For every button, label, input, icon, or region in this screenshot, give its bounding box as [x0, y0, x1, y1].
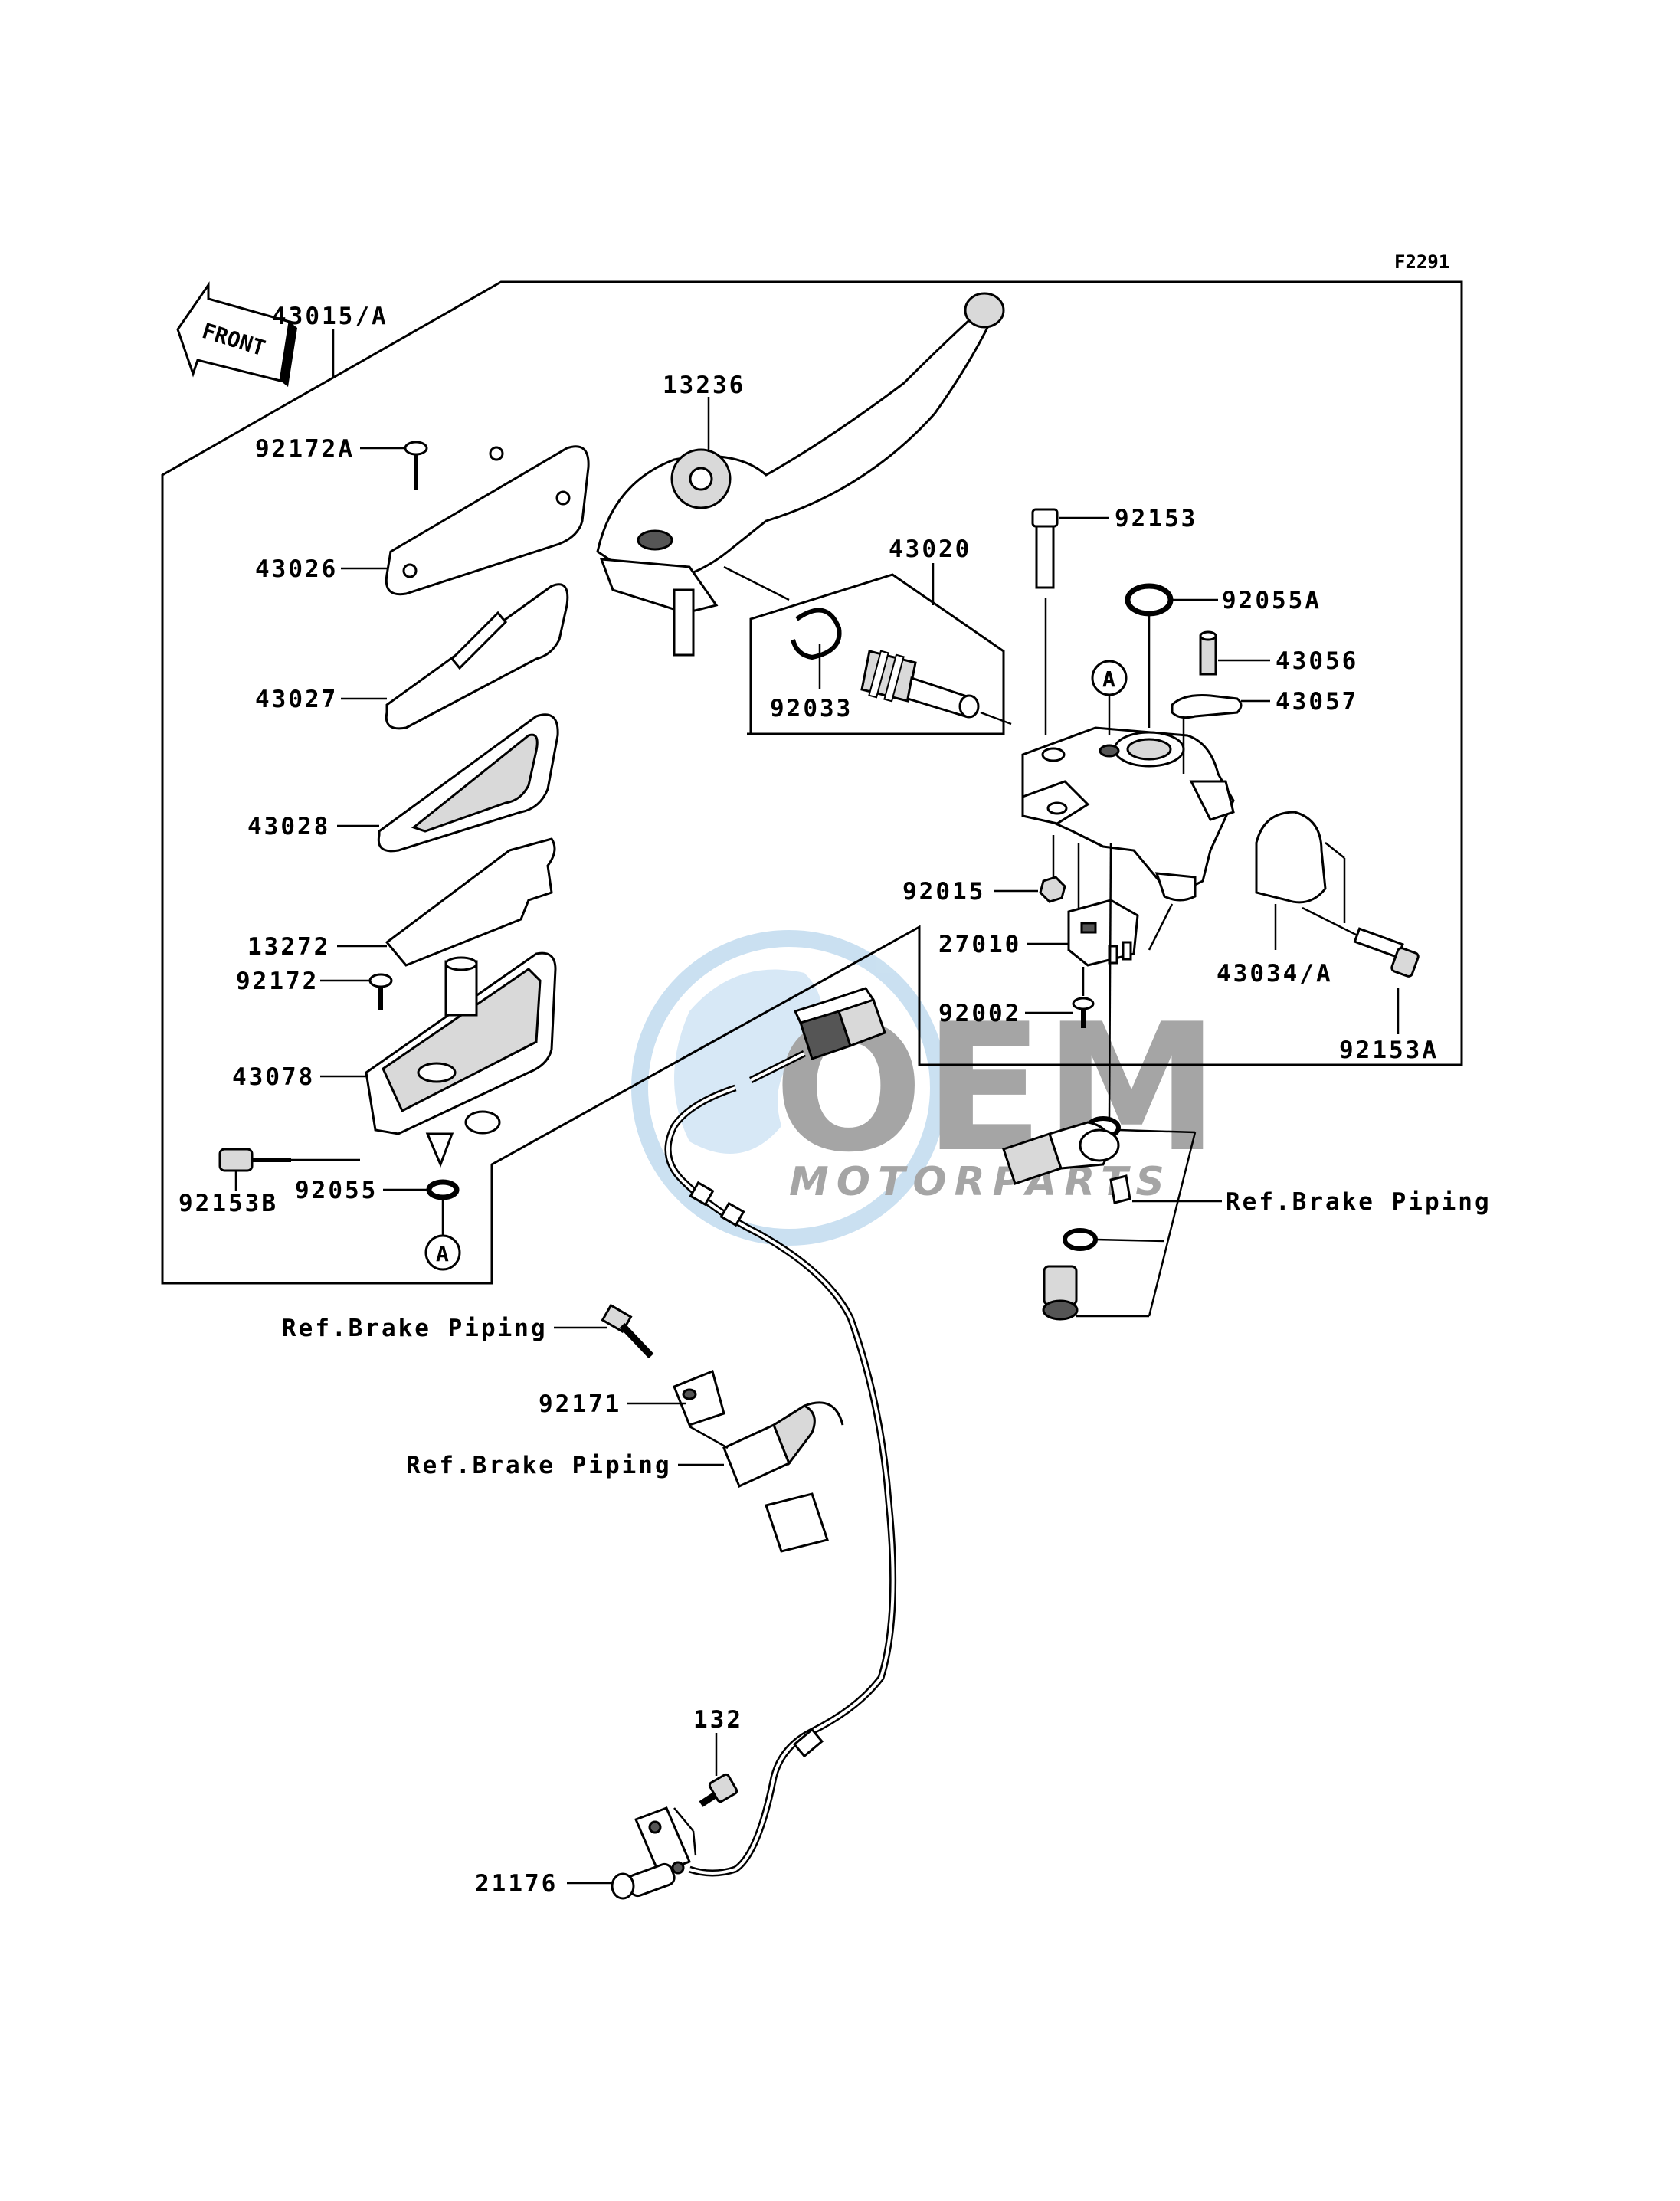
- cable-grommet-3: [792, 1728, 824, 1758]
- label-13236: 13236: [663, 372, 745, 399]
- connector: [793, 987, 886, 1060]
- clamp-43034A: [1255, 811, 1327, 904]
- screw-92153B: [218, 1148, 291, 1172]
- marker-A-right: A: [1091, 660, 1128, 735]
- sensor-21176: [611, 1806, 691, 1900]
- label-92033: 92033: [770, 695, 853, 722]
- label-43020: 43020: [889, 536, 971, 563]
- bracket-43020: [723, 563, 1005, 735]
- screw-92172A: [404, 441, 428, 490]
- label-43057: 43057: [1276, 688, 1358, 716]
- reservoir-body-43078: [365, 951, 557, 1168]
- label-92055A: 92055A: [1222, 587, 1321, 614]
- front-arrow: FRONT: [176, 281, 297, 387]
- bolt-92153: [1031, 508, 1059, 589]
- label-92171: 92171: [539, 1390, 621, 1418]
- reservoir-cap-43026: [385, 445, 590, 596]
- washer-92055: [426, 1179, 460, 1200]
- leaders-ref-piping: [554, 1326, 729, 1466]
- label-92055: 92055: [295, 1177, 378, 1204]
- bleeder-43056: [1199, 630, 1217, 676]
- piston: [860, 650, 980, 719]
- figure-code: F2291: [1394, 251, 1449, 273]
- label-43028: 43028: [247, 813, 330, 840]
- label-43034A: 43034/A: [1217, 960, 1333, 988]
- label-27010: 27010: [938, 931, 1021, 958]
- label-ref-brake-piping-right: Ref.Brake Piping: [1226, 1188, 1492, 1216]
- watermark: OEM MOTORPARTS: [631, 930, 1220, 1246]
- marker-A-left-label: A: [436, 1241, 449, 1266]
- cable-grommet-2: [719, 1201, 745, 1227]
- front-arrow-shadow: [280, 322, 297, 387]
- leaders-sensor: [567, 1807, 697, 1885]
- brake-hose-clamp: [722, 1401, 844, 1553]
- lever-13236: [596, 292, 1005, 657]
- part-labels: 43015/A 92172A 43026 43027 43028 13272 9…: [178, 303, 1492, 1898]
- label-92015: 92015: [902, 878, 985, 906]
- marker-A-left: A: [424, 1200, 461, 1271]
- label-92153: 92153: [1115, 505, 1197, 532]
- bolt-132: [699, 1773, 738, 1807]
- bolt-ref-piping: [601, 1303, 654, 1359]
- screw-92002: [1072, 997, 1095, 1028]
- marker-A-right-label: A: [1102, 667, 1115, 692]
- assembly-outline: [161, 280, 1463, 1285]
- label-92002: 92002: [938, 1000, 1021, 1027]
- label-92172: 92172: [236, 968, 319, 995]
- label-92172A: 92172A: [255, 435, 355, 463]
- oring-92055A: [1125, 583, 1174, 617]
- label-ref-brake-piping-left-1: Ref.Brake Piping: [282, 1315, 548, 1342]
- banjo-fitting: [1002, 1116, 1131, 1321]
- label-ref-brake-piping-left-2: Ref.Brake Piping: [406, 1452, 672, 1479]
- label-43056: 43056: [1276, 647, 1358, 675]
- bolt-92153A: [1353, 927, 1420, 978]
- leaders-banjo: [1076, 842, 1222, 1318]
- label-43015A: 43015/A: [272, 303, 388, 330]
- plate-43027: [385, 583, 569, 730]
- label-21176: 21176: [475, 1870, 558, 1898]
- watermark-continent: [674, 969, 822, 1154]
- label-43026: 43026: [255, 555, 338, 583]
- leader-piston: [980, 711, 1012, 725]
- sensor-cable-inner: [666, 1052, 895, 1875]
- label-92153A: 92153A: [1339, 1037, 1439, 1064]
- leaders-left: [234, 447, 429, 1191]
- nut-92015: [1039, 876, 1066, 903]
- label-13272: 13272: [247, 933, 330, 961]
- circlip-92033: [791, 608, 842, 660]
- watermark-sub: MOTORPARTS: [789, 1159, 1172, 1205]
- cable-grommet-1: [689, 1181, 715, 1207]
- cap-43057: [1171, 694, 1243, 719]
- leader-clamp-bolt: [1302, 906, 1364, 940]
- master-cylinder-body: [1021, 726, 1235, 902]
- bracket-92171: [673, 1369, 725, 1426]
- label-92153B: 92153B: [178, 1190, 278, 1217]
- switch-27010: [1067, 899, 1139, 967]
- assembly-frame: [161, 280, 1463, 1285]
- label-132: 132: [693, 1706, 743, 1734]
- label-43027: 43027: [255, 686, 338, 713]
- leader-clamp-top: [1325, 842, 1345, 859]
- screw-92172: [368, 973, 393, 1010]
- label-43078: 43078: [232, 1063, 315, 1091]
- gasket-13272: [385, 837, 556, 967]
- watermark-globe-ring: [631, 930, 947, 1246]
- leader-switch-right: [1148, 903, 1174, 951]
